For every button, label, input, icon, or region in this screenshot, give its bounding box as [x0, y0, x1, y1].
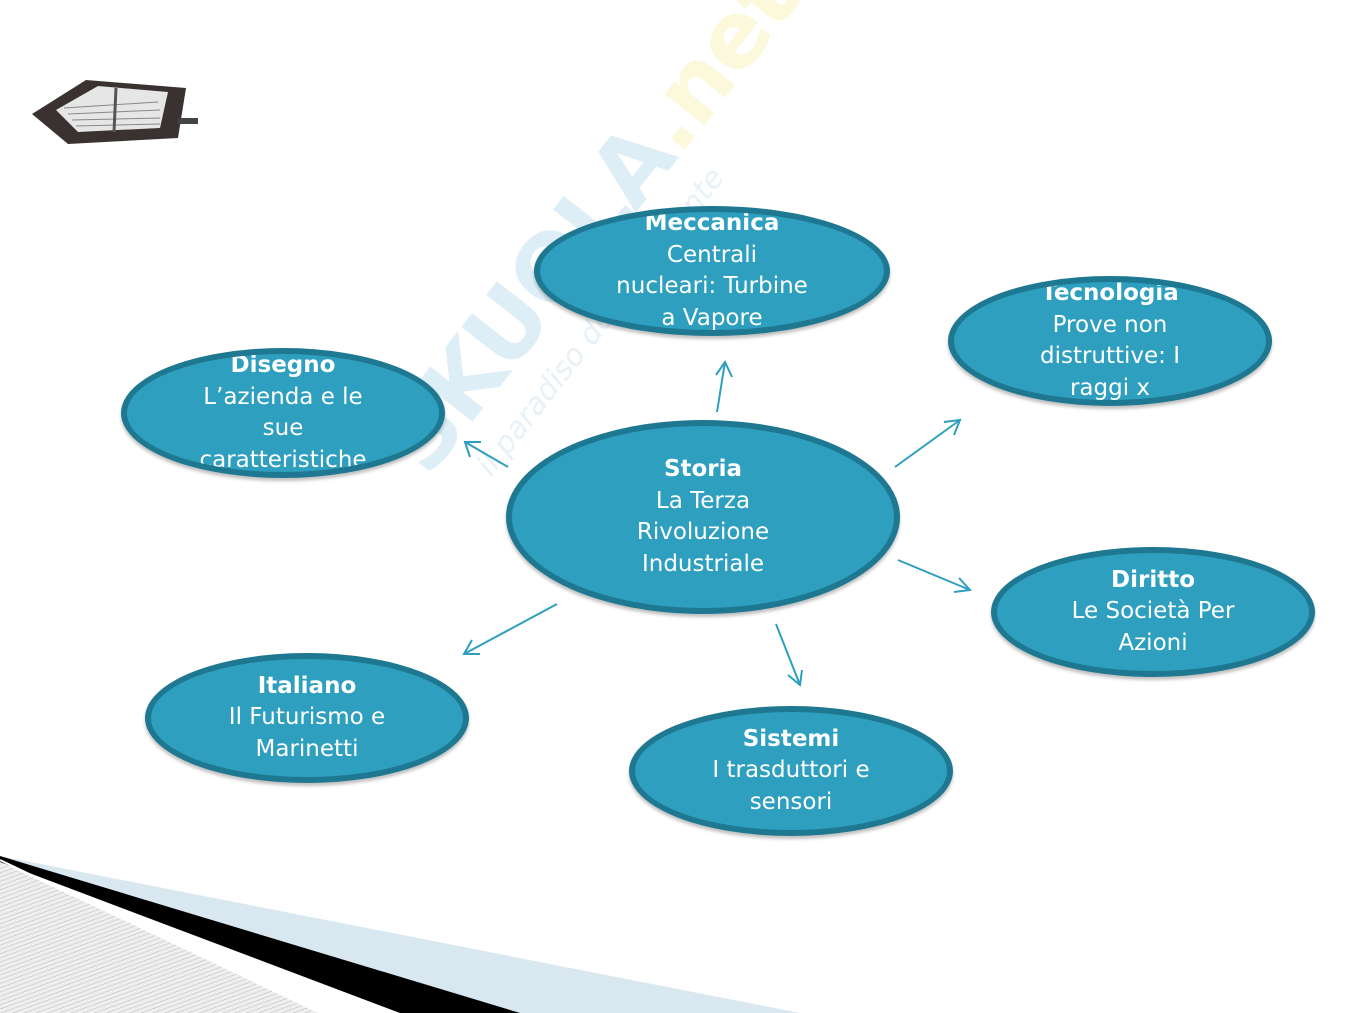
corner-black-band: [0, 856, 520, 1013]
node-body: L’azienda e le sue caratteristiche: [199, 383, 367, 473]
node-body: La Terza Rivoluzione Industriale: [636, 487, 770, 577]
arrow-to-italiano: [462, 603, 558, 655]
arrow-to-meccanica: [715, 359, 733, 413]
node-storia-center: Storia La Terza Rivoluzione Industriale: [506, 420, 900, 614]
node-title: Disegno: [230, 352, 336, 378]
node-diritto: Diritto Le Società Per Azioni: [991, 547, 1315, 677]
node-title: Meccanica: [644, 210, 780, 236]
node-body: Le Società Per Azioni: [1071, 598, 1235, 656]
node-body: Il Futurismo e Marinetti: [228, 704, 386, 762]
node-sistemi: Sistemi I trasduttori e sensori: [629, 706, 953, 836]
corner-light-band: [0, 856, 800, 1013]
node-tecnologia: Tecnologia Prove non distruttive: I ragg…: [948, 276, 1272, 406]
node-title: Italiano: [257, 672, 357, 699]
node-body: I trasduttori e sensori: [712, 757, 870, 815]
node-disegno: Disegno L’azienda e le sue caratteristic…: [121, 348, 445, 478]
arrow-to-diritto: [897, 559, 973, 593]
node-title: Sistemi: [742, 725, 840, 752]
node-title: Tecnologia: [1041, 280, 1179, 306]
node-title: Diritto: [1111, 566, 1195, 593]
arrow-to-sistemi: [775, 623, 803, 687]
arrow-to-disegno: [463, 441, 509, 468]
node-body: Centrali nucleari: Turbine a Vapore: [616, 241, 808, 331]
node-body: Prove non distruttive: I raggi x: [1039, 311, 1181, 401]
node-title: Storia: [663, 456, 743, 482]
node-meccanica: Meccanica Centrali nucleari: Turbine a V…: [534, 206, 890, 336]
binder-icon: [32, 80, 198, 144]
arrow-to-tecnologia: [894, 418, 962, 468]
node-italiano: Italiano Il Futurismo e Marinetti: [145, 653, 469, 783]
